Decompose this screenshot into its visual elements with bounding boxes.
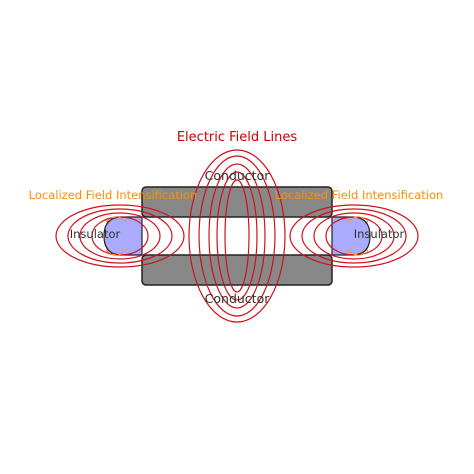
conductor-top-label: Conductor: [205, 168, 271, 183]
intensification-left-label: Localized Field Intensification: [29, 188, 198, 202]
diagram-title: Electric Field Lines: [177, 130, 298, 145]
central-field-lines: [188, 149, 286, 323]
conductor-bottom: [141, 254, 333, 286]
intensification-right-label: Localized Field Intensification: [275, 188, 444, 202]
intensification-marker-left: [105, 216, 127, 256]
right-field-lines: [289, 204, 419, 268]
intensification-marker-right: [347, 216, 369, 256]
insulator-right-label: Insulator: [354, 227, 405, 241]
conductor-bottom-label: Conductor: [205, 291, 271, 306]
insulator-left-label: Insulator: [70, 227, 121, 241]
conductor-top: [141, 186, 333, 218]
